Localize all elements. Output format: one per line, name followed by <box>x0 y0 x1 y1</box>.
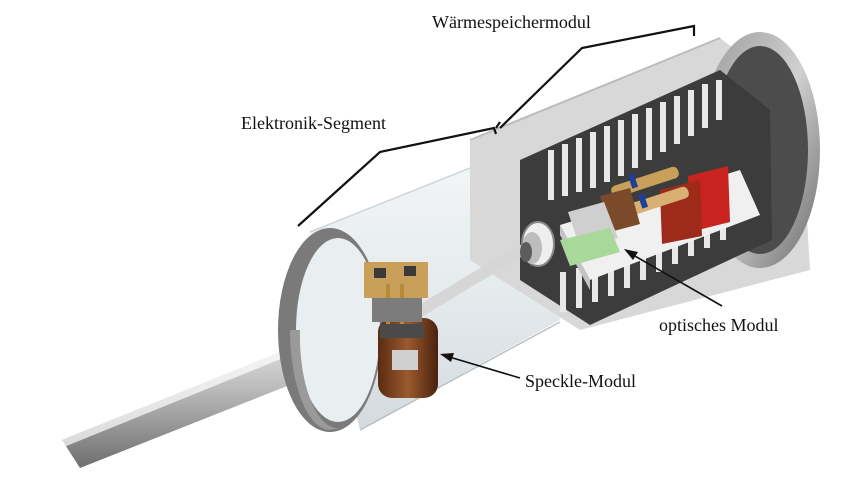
optical-fiber-rod <box>404 221 555 324</box>
bracket-waermespeicher <box>495 24 696 129</box>
speckle-module-assembly <box>364 262 438 398</box>
front-cut-ring <box>278 228 382 432</box>
bracket-elektronik <box>297 126 498 227</box>
arrow-speckle-modul <box>440 353 521 379</box>
label-waermespeichermodul: Wärmespeichermodul <box>432 12 591 32</box>
cooling-fins <box>548 80 726 312</box>
label-optisches-modul: optisches Modul <box>659 315 779 335</box>
label-elektronik-segment: Elektronik-Segment <box>241 113 386 133</box>
optical-module-internals <box>560 166 730 266</box>
arrow-optisches-modul <box>624 249 723 307</box>
label-speckle-modul: Speckle-Modul <box>525 371 636 391</box>
